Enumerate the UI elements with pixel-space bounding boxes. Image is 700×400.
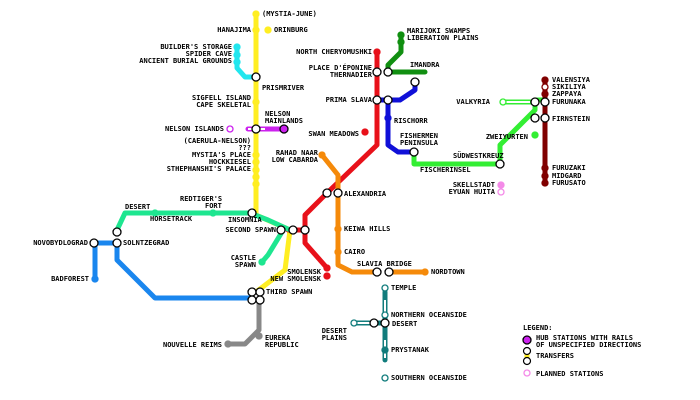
station-label: REDTIGER'S	[180, 195, 222, 203]
station-label: DESERT	[392, 320, 417, 328]
station-label: FIRNSTEIN	[552, 115, 590, 123]
station-label: MARIJOKI SWAMPS	[407, 27, 470, 35]
station-label: FISHERMEN	[400, 132, 438, 140]
station-label: CASTLE	[231, 254, 256, 262]
station-label: BUILDER'S STORAGE	[160, 43, 232, 51]
station-label: ORINBURG	[274, 26, 308, 34]
station-label: ZAPPAYA	[552, 90, 582, 98]
legend-hub-2: OF UNSPECIFIED DIRECTIONS	[536, 341, 641, 349]
station-label: SOLNTZEGRAD	[123, 239, 169, 247]
station-label: NORTHERN OCEANSIDE	[391, 311, 467, 319]
station-label: MYSTIA'S PLACE	[192, 151, 251, 159]
station-label: CAIRO	[344, 248, 365, 256]
station-label: ZWEIYURTEN	[486, 133, 528, 141]
station-label: LOW CABARDA	[272, 156, 319, 164]
station-label: FURUNAKA	[552, 98, 587, 106]
station-label: HOCKKIESEL	[209, 158, 251, 166]
station-label: MAINLANDS	[265, 117, 303, 125]
station-label: SPAWN	[235, 261, 256, 269]
station-label: PLACE D'ÉPONINE	[309, 63, 372, 72]
station-label: INSOMNIA	[228, 216, 263, 224]
station-label: SÜDWESTKREUZ	[453, 151, 504, 160]
station-label: TEMPLE	[391, 284, 416, 292]
station-label: DESERT	[322, 327, 347, 335]
station-label: ANCIENT BURIAL GROUNDS	[139, 57, 232, 65]
legend-hub-1: HUB STATIONS WITH RAILS	[536, 334, 633, 342]
grey-line	[225, 295, 262, 347]
station-label: EUREKA	[265, 334, 291, 342]
station-label: NORTH CHERYOMUSHKI	[296, 48, 372, 56]
station-label: SPIDER CAVE	[186, 50, 232, 58]
station-label: IMANDRA	[410, 61, 440, 69]
azure-line	[91, 240, 253, 301]
station-label: MIDGARD	[552, 172, 582, 180]
station-label: DESERT	[125, 203, 150, 211]
hub-station-icon	[522, 335, 532, 345]
station-label: FURUZAKI	[552, 164, 586, 172]
station-label: PRYSTANAK	[391, 346, 430, 354]
station-label: SWAN MEADOWS	[308, 130, 359, 138]
station-label: FORT	[205, 202, 222, 210]
station-label: PENINSULA	[400, 139, 439, 147]
station-label: THERNADIER	[330, 71, 373, 79]
station-label: ALEXANDRIA	[344, 190, 387, 198]
station-label: RISCHORR	[394, 117, 429, 125]
station-label: KEIWA HILLS	[344, 225, 390, 233]
station-label: SIKILIYA	[552, 83, 587, 91]
station-label: SIGFELL ISLAND	[192, 94, 251, 102]
transfer-icon	[522, 356, 532, 366]
legend: LEGEND: HUB STATIONS WITH RAILS OF UNSPE…	[522, 324, 641, 378]
station-label: SECOND SPAWN	[225, 226, 276, 234]
station-label: REPUBLIC	[265, 341, 299, 349]
station-label: NELSON	[265, 110, 290, 118]
mint-line	[114, 210, 293, 265]
red-line	[302, 49, 380, 271]
station-label: SKELLSTADT	[453, 181, 495, 189]
station-label: PRIMA SLAVA	[326, 96, 373, 104]
station-label: PLAINS	[322, 334, 347, 342]
station-label: RAHAD NAAR	[276, 149, 319, 157]
legend-transfers: TRANSFERS	[536, 352, 574, 360]
station-label: EYUAN HUITA	[449, 188, 496, 196]
station-label: STHEPHANSHI'S PALACE	[167, 165, 251, 173]
station-label: ???	[238, 144, 251, 152]
station-label: FURUSATO	[552, 179, 586, 187]
station-label: NOVOBYDLOGRAD	[33, 239, 88, 247]
station-label: THIRD SPAWN	[266, 288, 312, 296]
legend-title: LEGEND:	[523, 324, 553, 332]
green-line	[385, 32, 428, 75]
station-label: HANAJIMA	[217, 26, 252, 34]
station-label: NORDTOWN	[431, 268, 465, 276]
station-label: BADFOREST	[51, 275, 89, 283]
station-label: SLAVIA BRIDGE	[357, 260, 412, 268]
station-label: (CAERULA-NELSON)	[184, 137, 251, 145]
station-label: NOUVELLE REIMS	[163, 341, 222, 349]
station-label: PRISMRIVER	[262, 84, 305, 92]
station-label: NELSON ISLANDS	[165, 125, 224, 133]
orange-line	[319, 152, 428, 275]
station-label: SOUTHERN OCEANSIDE	[391, 374, 467, 382]
station-label: HORSETRACK	[150, 215, 193, 223]
station-label: CAPE SKELETAL	[196, 101, 251, 109]
station-label: VALKYRIA	[456, 98, 491, 106]
station-label: VALENSIYA	[552, 76, 591, 84]
station-label: FISCHERINSEL	[420, 166, 471, 174]
station-label: LIBERATION PLAINS	[407, 34, 479, 42]
transfer-icon	[522, 346, 532, 356]
legend-planned: PLANNED STATIONS	[536, 370, 603, 378]
station-label: (MYSTIA-JUNE)	[262, 10, 317, 18]
station-label: SMOLENSK	[287, 268, 322, 276]
planned-station-icon	[523, 369, 531, 377]
station-label: NEW SMOLENSK	[270, 275, 321, 283]
